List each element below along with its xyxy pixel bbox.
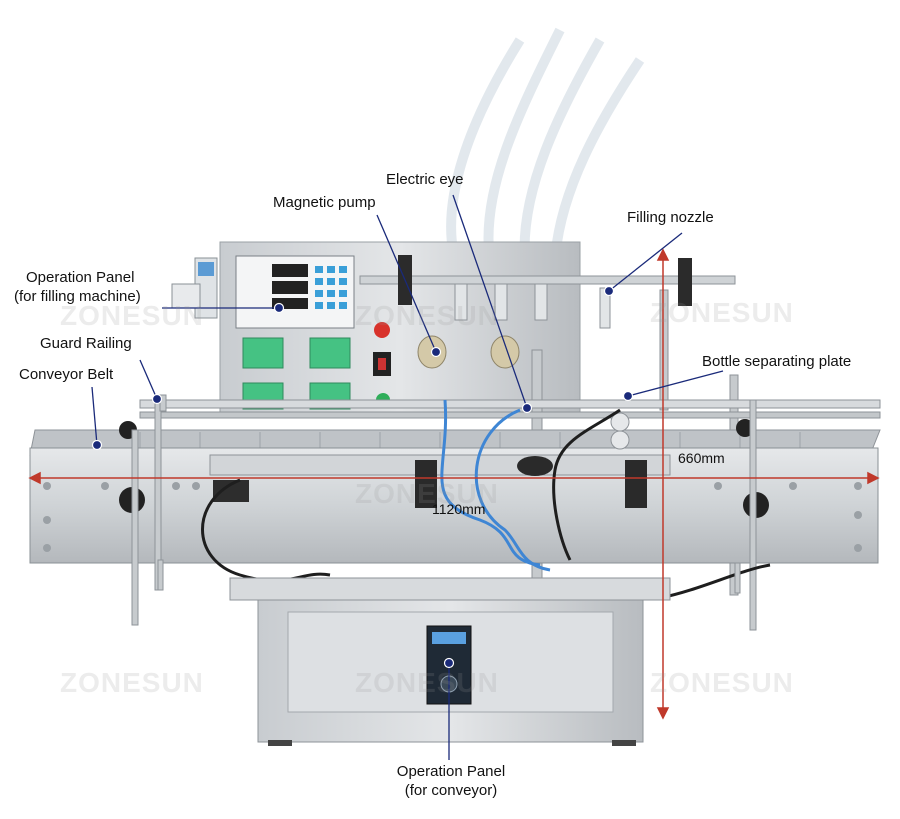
callout-dots — [91, 285, 634, 669]
dimension-lines — [28, 248, 880, 720]
watermark: ZONESUN — [355, 667, 499, 698]
label-operation-panel-filling-sub: (for filling machine) — [14, 288, 141, 305]
label-operation-panel-conveyor-sub: (for conveyor) — [404, 782, 498, 799]
label-filling-nozzle: Filling nozzle — [627, 209, 714, 226]
label-bottle-separating-plate: Bottle separating plate — [702, 353, 852, 370]
watermark: ZONESUN — [650, 297, 794, 328]
watermark: ZONESUN — [355, 478, 499, 509]
label-conveyor-belt: Conveyor Belt — [19, 366, 114, 383]
watermark: ZONESUN — [650, 667, 794, 698]
label-magnetic-pump: Magnetic pump — [273, 194, 376, 211]
dimension-length: 1120mm — [432, 501, 486, 517]
label-guard-railing: Guard Railing — [40, 335, 132, 352]
watermark: ZONESUN — [60, 300, 204, 331]
silicone-tubes — [446, 27, 645, 262]
watermark: ZONESUN — [355, 300, 499, 331]
base-platform — [229, 577, 671, 601]
counter-displays — [242, 337, 351, 410]
label-operation-panel-conveyor: Operation Panel — [396, 763, 506, 780]
blue-tubes — [440, 399, 551, 572]
magnetic-pumps — [417, 335, 520, 369]
dimension-height: 660mm — [678, 450, 725, 466]
label-operation-panel-filling: Operation Panel — [26, 269, 135, 286]
guard-railing — [139, 399, 881, 409]
label-electric-eye: Electric eye — [386, 171, 464, 188]
watermark: ZONESUN — [60, 667, 204, 698]
callout-leaders — [91, 194, 724, 760]
